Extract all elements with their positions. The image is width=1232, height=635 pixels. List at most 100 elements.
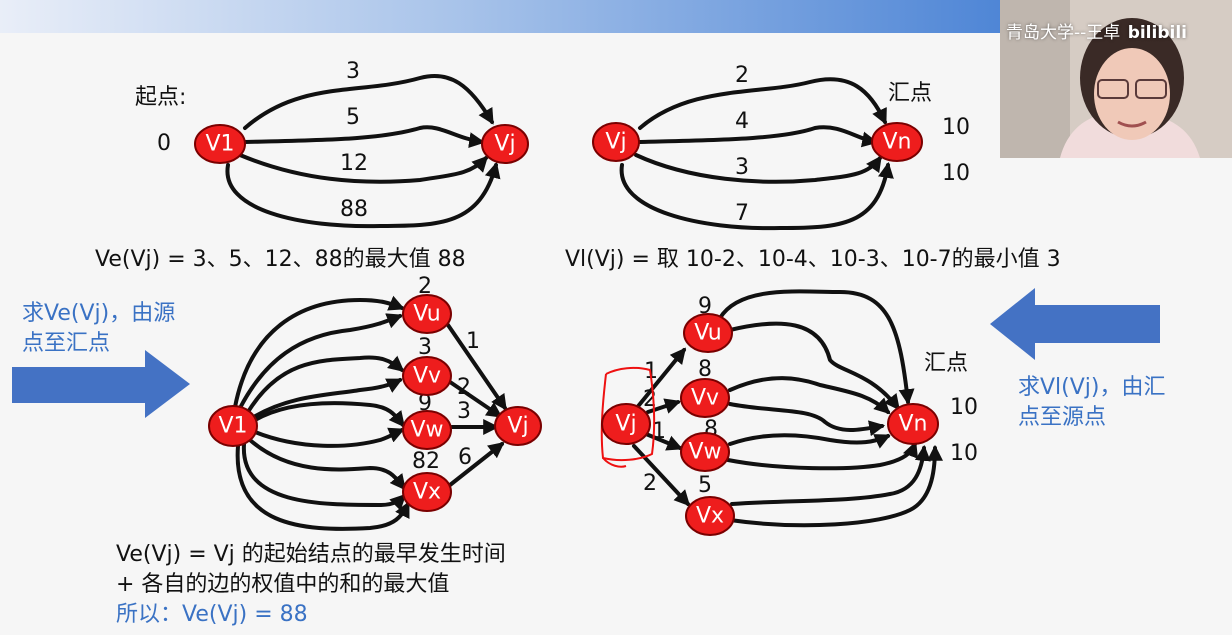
sink-label: 汇点: [924, 351, 968, 376]
sink-label: 汇点: [888, 81, 932, 106]
edge-vx-vn: [730, 444, 931, 506]
svg-text:Vx: Vx: [413, 480, 441, 505]
slide-header-bar: [0, 0, 1000, 33]
edge-weight: 3: [346, 59, 360, 84]
node-vj: Vj: [601, 403, 651, 445]
svg-text:Vu: Vu: [413, 302, 441, 327]
diagram-earliest-general: 2 3 9 82 1 2 3 6 V1 Vu Vv Vw Vx Vj: [208, 274, 542, 531]
svg-text:Vu: Vu: [694, 321, 722, 346]
edge-vu-vj: [446, 323, 507, 411]
node-vu: Vu: [402, 294, 452, 334]
edge-weight: 2: [643, 471, 657, 496]
edge-weight: 2: [735, 63, 749, 88]
edge-weight: 88: [340, 197, 368, 222]
edge-vv-vj: [448, 380, 503, 418]
edge-weight: 1: [466, 329, 480, 354]
right-note-line2: 点至源点: [1018, 405, 1106, 430]
svg-text:Vj: Vj: [605, 130, 626, 155]
edge-weight: 3: [418, 335, 432, 360]
edge-v1-vw: [253, 401, 405, 428]
node-vn: Vn: [871, 122, 923, 162]
edge-vu-vn-2: [728, 321, 900, 411]
edge-v1-vj-a: [243, 73, 494, 130]
bottom-line1: Ve(Vj) = Vj 的起始结点的最早发生时间: [116, 542, 506, 567]
presenter-avatar: [1000, 0, 1232, 158]
edge-vw-vn: [728, 433, 891, 449]
edge-vj-vw: [644, 432, 683, 451]
node-vj: Vj: [592, 122, 640, 162]
edge-vj-vn-a: [638, 77, 887, 130]
diagram-earliest-simple: 起点: 0 3 5 12 88 V1 Vj: [135, 59, 529, 229]
edge-weight: 2: [418, 274, 432, 299]
edge-weight: 7: [735, 201, 749, 226]
edge-vx-vj: [448, 442, 505, 487]
edge-weight: 6: [458, 445, 472, 470]
edge-weight: 2: [457, 375, 471, 400]
sink-value: 10: [950, 395, 978, 420]
svg-text:Vw: Vw: [410, 418, 443, 443]
edge-v1-vu-2: [238, 313, 403, 410]
watermark-text: 青岛大学--王卓: [1006, 23, 1121, 43]
node-vx: Vx: [685, 496, 735, 536]
svg-text:Vv: Vv: [413, 364, 441, 389]
bilibili-logo: bilibili: [1127, 23, 1187, 43]
source-label: 起点:: [135, 85, 186, 110]
node-vv: Vv: [680, 378, 730, 418]
edge-v1-vj-d: [225, 161, 501, 229]
left-note-line1: 求Ve(Vj)，由源: [22, 301, 175, 326]
sink-value: 10: [942, 115, 970, 140]
edge-v1-vv: [246, 355, 405, 414]
edge-weight: 2: [643, 387, 657, 412]
edge-vu-vn: [718, 289, 915, 406]
edge-v1-vx-3: [235, 444, 410, 531]
edge-weight: 4: [735, 109, 749, 134]
diagram-latest-general: 汇点 10 10 1 2 1 2 9 8 8 5 Vj Vu Vv Vw Vx …: [600, 289, 978, 536]
edge-v1-vv-2: [250, 378, 403, 420]
edge-weight: 12: [340, 151, 368, 176]
node-v1: V1: [194, 124, 246, 164]
edge-vj-vu: [633, 347, 687, 412]
edge-vv-vn: [728, 376, 891, 415]
svg-text:Vj: Vj: [494, 132, 515, 157]
sink-value: 10: [950, 441, 978, 466]
svg-text:Vj: Vj: [615, 412, 636, 437]
svg-text:Vj: Vj: [507, 414, 528, 439]
edge-vx-vn-2: [728, 444, 943, 528]
node-vj: Vj: [481, 124, 529, 164]
node-vu: Vu: [683, 313, 733, 353]
edge-v1-vx: [248, 438, 406, 491]
edge-weight: 3: [457, 399, 471, 424]
svg-text:Vw: Vw: [688, 440, 721, 465]
svg-text:V1: V1: [218, 414, 247, 439]
svg-text:Vv: Vv: [691, 386, 719, 411]
edge-weight: 8: [698, 357, 712, 382]
formula-ve: Ve(Vj) = 3、5、12、88的最大值 88: [95, 247, 466, 272]
right-arrow-icon: [12, 350, 190, 418]
edge-v1-vj-b: [243, 125, 486, 149]
node-vv: Vv: [402, 356, 452, 396]
diagram-latest-simple: 汇点 10 10 2 4 3 7 Vj Vn: [592, 63, 970, 231]
edge-v1-vw-2: [253, 427, 405, 448]
edge-weight: 9: [698, 294, 712, 319]
edge-weight: 5: [346, 105, 360, 130]
node-vw: Vw: [402, 410, 452, 450]
edge-vj-vn-b: [638, 125, 879, 148]
edge-weight: 3: [735, 155, 749, 180]
left-note-line2: 点至汇点: [22, 331, 110, 356]
bottom-line3: 所以：Ve(Vj) = 88: [116, 602, 308, 627]
right-note-line1: 求Vl(Vj)，由汇: [1018, 375, 1166, 400]
svg-text:Vx: Vx: [696, 504, 724, 529]
edge-vj-vn-c: [634, 153, 882, 184]
edge-weight: 5: [698, 473, 712, 498]
node-v1: V1: [208, 405, 258, 447]
webcam-overlay: 青岛大学--王卓 bilibili: [1000, 0, 1232, 158]
edge-vj-vx: [632, 444, 691, 507]
edge-vv-vn-2: [728, 402, 886, 437]
node-vn: Vn: [887, 403, 939, 445]
edge-weight: 1: [652, 419, 666, 444]
sink-value: 10: [942, 161, 970, 186]
left-arrow-icon: [990, 288, 1160, 360]
edge-v1-vu: [233, 295, 405, 409]
edge-vj-vn-d: [619, 161, 894, 231]
